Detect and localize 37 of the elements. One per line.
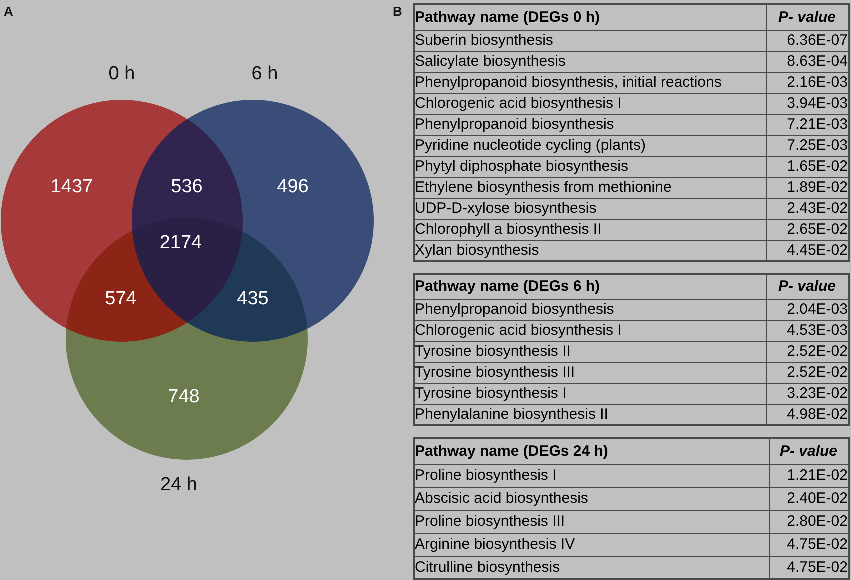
pathway-name: Abscisic acid biosynthesis	[414, 487, 769, 510]
set-label: 24 h	[160, 476, 198, 494]
pathway-name: Ethylene biosynthesis from methionine	[414, 177, 766, 198]
pathway-name: Pyridine nucleotide cycling (plants)	[414, 135, 766, 156]
pathway-name: Phenylalanine biosynthesis II	[414, 404, 766, 425]
pathway-name: Phenylpropanoid biosynthesis	[414, 114, 766, 135]
pathway-name: Chlorophyll a biosynthesis II	[414, 219, 766, 240]
region-count: 435	[237, 290, 269, 308]
region-count: 496	[277, 178, 309, 196]
pathway-name: Tyrosine biosynthesis I	[414, 383, 766, 404]
pathway-name: Chlorogenic acid biosynthesis I	[414, 93, 766, 114]
region-count: 2174	[160, 234, 202, 252]
pathway-name: Proline biosynthesis I	[414, 464, 769, 487]
region-count: 748	[168, 388, 200, 406]
region-count: 1437	[50, 178, 94, 196]
pathway-name: Proline biosynthesis III	[414, 510, 769, 533]
pathway-name: Suberin biosynthesis	[414, 30, 766, 51]
region-count: 574	[105, 290, 137, 308]
pathway-name: Phenylpropanoid biosynthesis	[414, 299, 766, 320]
column-header: Pathway name (DEGs 0 h)	[414, 4, 766, 30]
pathway-name: Citrulline biosynthesis	[414, 556, 769, 579]
set-label: 0 h	[108, 64, 136, 84]
pathway-name: UDP-D-xylose biosynthesis	[414, 198, 766, 219]
pathway-name: Salicylate biosynthesis	[414, 51, 766, 72]
column-header: Pathway name (DEGs 6 h)	[414, 274, 766, 299]
region-count: 536	[171, 178, 203, 196]
set-label: 6 h	[252, 64, 278, 84]
pathway-name: Tyrosine biosynthesis II	[414, 341, 766, 362]
pathway-name: Xylan biosynthesis	[414, 240, 766, 261]
pathway-name: Tyrosine biosynthesis III	[414, 362, 766, 383]
panel-label: A	[4, 5, 14, 18]
column-header: Pathway name (DEGs 24 h)	[414, 438, 769, 464]
pathway-name: Phytyl diphosphate biosynthesis	[414, 156, 766, 177]
pathway-name: Arginine biosynthesis IV	[414, 533, 769, 556]
panel-label: B	[393, 5, 402, 18]
pathway-name: Phenylpropanoid biosynthesis, initial reactions	[414, 72, 766, 93]
pathway-name: Chlorogenic acid biosynthesis I	[414, 320, 766, 341]
